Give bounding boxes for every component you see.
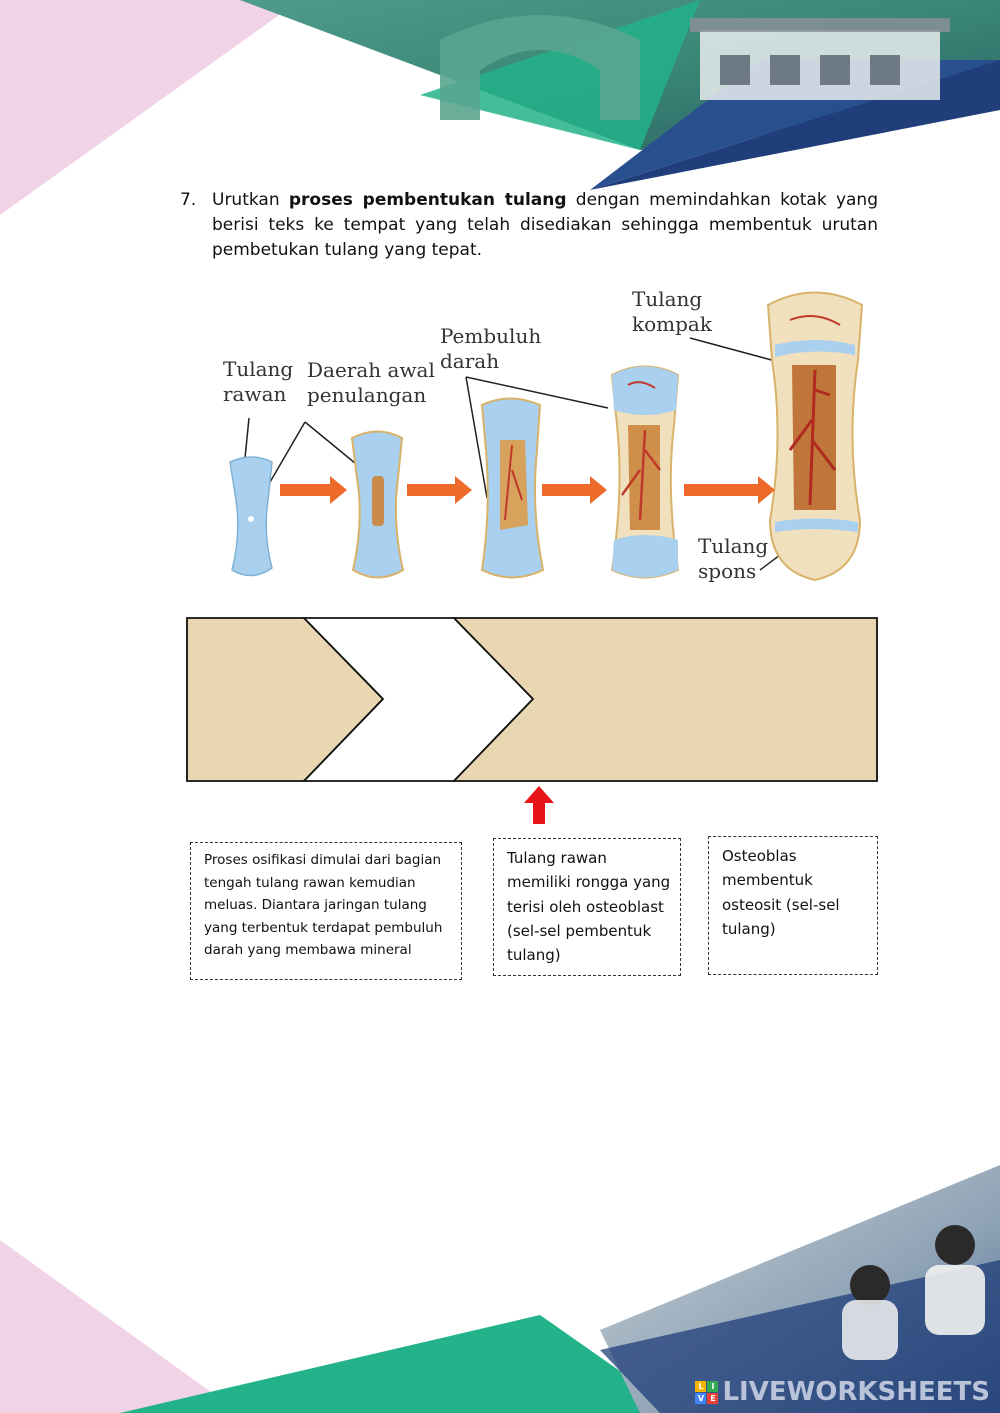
pointer-line [465,376,488,499]
card-line: membentuk [722,871,813,890]
bone-stage-3 [480,397,545,579]
question-text: Urutkan proses pembentukan tulang dengan… [212,188,878,263]
label-line: Tulang [632,287,703,311]
answer-card-osteoblas[interactable]: Osteoblas membentuk osteosit (sel-sel tu… [708,836,878,975]
footer-student [850,1265,890,1305]
footer-student [935,1225,975,1265]
header-gate-arch [440,15,640,120]
card-line: Osteoblas [722,847,797,865]
card-line: Tulang rawan [507,849,607,867]
answer-card-rongga[interactable]: Tulang rawan memiliki rongga yang terisi… [493,838,681,976]
card-line: tengah tulang rawan kemudian [204,874,416,891]
label-line: Pembuluh [440,324,542,348]
label-line: Tulang [698,534,769,558]
liveworksheets-logo-icon: L I V E [695,1380,719,1404]
header-building-roof [690,18,950,32]
liveworksheets-logo: L I V E LIVEWORKSHEETS [695,1377,990,1407]
question-text-bold: proses pembentukan tulang [288,190,567,210]
pointer-line [465,376,609,409]
question-number: 7. [180,190,197,210]
stage-arrow [280,476,347,504]
header-window [720,55,750,85]
bone-stage-1 [229,456,273,577]
bone-stage-2 [350,430,405,579]
card-line: meluas. Diantara jaringan tulang [204,897,427,913]
footer-teal-shape [120,1315,680,1413]
label-line: kompak [632,312,712,336]
header-window [820,55,850,85]
card-line: tulang) [722,919,776,938]
card-line: (sel-sel pembentuk [507,921,652,940]
bone-formation-figure [229,291,864,582]
card-line: terisi oleh osteoblast [507,897,664,916]
card-line: Proses osifikasi dimulai dari bagian [204,852,442,868]
sequence-band [186,617,878,782]
bone-stage-5 [766,291,864,582]
logo-letter: I [707,1380,719,1392]
label-line: penulangan [307,383,427,407]
footer-student-shirt [842,1300,898,1360]
question-7: 7. Urutkan proses pembentukan tulang den… [180,188,878,263]
footer-student-shirt [925,1265,985,1335]
card-line: osteosit (sel-sel [722,895,840,914]
stage-arrow [407,476,472,504]
red-up-arrow-icon [524,786,554,824]
question-text-part: Urutkan [212,190,289,210]
question-text-part: dengan memindahkan kotak yang berisi tek… [212,190,878,260]
card-line: yang terbentuk terdapat pembuluh [204,919,443,936]
header-window [770,55,800,85]
footer-pink-triangle [0,1240,240,1413]
bone-stage-4 [610,365,680,579]
label-line: rawan [223,382,287,406]
card-line: memiliki rongga yang [507,873,671,892]
logo-letter: E [707,1392,719,1404]
label-line: spons [698,559,757,583]
answer-card-osifikasi[interactable]: Proses osifikasi dimulai dari bagian ten… [190,842,462,980]
label-line: Tulang [223,357,294,381]
header-pink-triangle [0,0,300,215]
header-window [870,55,900,85]
drop-zone-3[interactable] [451,617,878,782]
logo-letter: L [695,1380,707,1392]
stage-arrow [684,476,775,504]
card-line: darah yang membawa mineral [204,942,412,958]
footer-navy-shape [600,1260,1000,1413]
label-line: darah [440,349,500,373]
logo-letter: V [695,1392,707,1404]
label-line: Daerah awal [307,358,435,382]
stage-arrow [542,476,607,504]
card-line: tulang) [507,946,561,965]
liveworksheets-wordmark: LIVEWORKSHEETS [722,1377,990,1407]
